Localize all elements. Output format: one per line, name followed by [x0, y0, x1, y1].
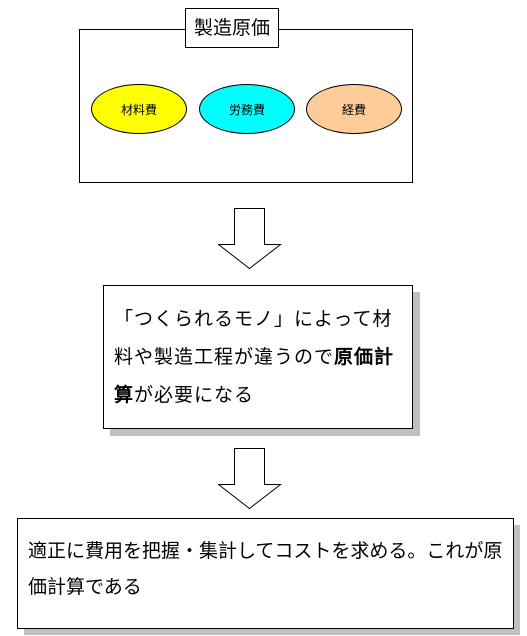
- explanation-bold-term: 原価計算: [114, 346, 395, 406]
- expense-label: 経費: [341, 102, 366, 117]
- conclusion-box: 適正に費用を把握・集計してコストを求める。これが原価計算である: [17, 518, 514, 629]
- manufacturing-cost-title: 製造原価: [185, 8, 279, 48]
- explanation-text: 「つくられるモノ」によって材料や製造工程が違うので: [114, 308, 393, 368]
- labor-cost-ellipse: 労務費: [199, 84, 295, 134]
- material-cost-ellipse: 材料費: [91, 84, 187, 134]
- explanation-box: 「つくられるモノ」によって材料や製造工程が違うので原価計算が必要になる: [103, 285, 413, 429]
- down-arrow-icon: [218, 448, 282, 510]
- down-arrow-icon: [218, 208, 282, 270]
- material-cost-label: 材料費: [120, 102, 157, 117]
- explanation-text-end: が必要になる: [134, 384, 255, 406]
- labor-cost-label: 労務費: [228, 102, 265, 117]
- expense-ellipse: 経費: [306, 84, 402, 134]
- conclusion-text: 適正に費用を把握・集計してコストを求める。これが原価計算である: [28, 540, 503, 598]
